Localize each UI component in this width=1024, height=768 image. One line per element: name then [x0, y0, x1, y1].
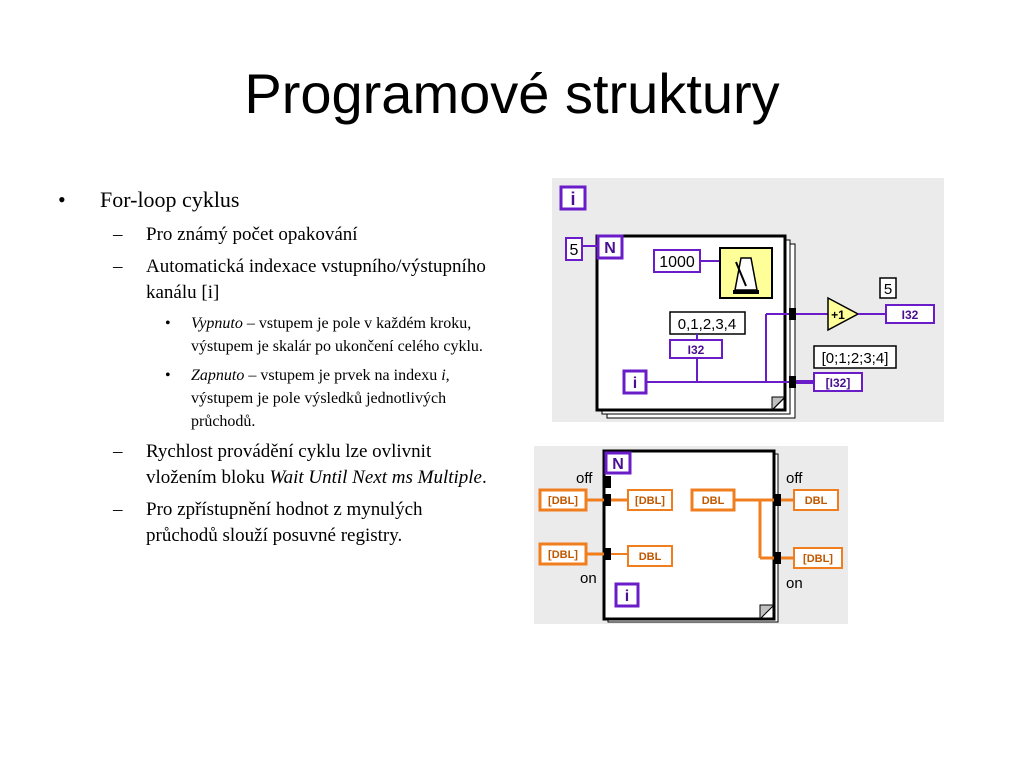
svg-text:i: i	[625, 588, 629, 605]
array-out-value: [0;1;2;3;4]	[813, 345, 897, 369]
svg-text:DBL: DBL	[639, 551, 662, 563]
left-on-label: on	[580, 570, 597, 587]
array-out-indicator: [I32]	[813, 372, 863, 392]
iteration-terminal: i	[559, 185, 587, 211]
count-constant: 5	[565, 237, 583, 261]
svg-text:i: i	[570, 189, 575, 209]
svg-text:1000: 1000	[659, 254, 695, 271]
inner-mid-dbl: DBL	[627, 545, 673, 567]
array-indicator-i32: I32	[669, 339, 723, 359]
svg-text:N: N	[612, 456, 624, 473]
inner-top-dbl-array: [DBL]	[627, 489, 673, 511]
slide-title: Programové struktury	[244, 62, 780, 125]
svg-text:[DBL]: [DBL]	[803, 553, 833, 565]
svg-text:N: N	[604, 240, 616, 257]
index-terminal: i	[614, 582, 640, 608]
for-loop-indexing-diagram: i 5 N 1000 0,1,2,3,4 I32 i	[552, 178, 944, 422]
index-terminal: i	[622, 369, 648, 395]
bullet-known-count: – Pro známý počet opakování	[58, 222, 498, 248]
svg-text:I32: I32	[688, 343, 705, 357]
bullet-list: • For-loop cyklus – Pro známý počet opak…	[58, 186, 498, 555]
svg-text:+1: +1	[831, 308, 845, 322]
output-indicator-i32: I32	[885, 304, 935, 324]
bullet-auto-indexing: – Automatická indexace vstupního/výstupn…	[113, 256, 486, 303]
output-top-dbl: DBL	[793, 489, 839, 511]
input-bottom-dbl-array: [DBL]	[538, 542, 588, 566]
count-terminal: N	[604, 451, 632, 475]
array-constant: 0,1,2,3,4	[669, 311, 746, 335]
svg-text:5: 5	[884, 281, 892, 298]
bullet-dot: •	[165, 315, 171, 332]
left-off-label: off	[576, 470, 593, 487]
output-value: 5	[879, 277, 897, 299]
bullet-dash: –	[113, 224, 123, 245]
bullet-dot: •	[165, 367, 171, 384]
svg-text:0,1,2,3,4: 0,1,2,3,4	[678, 316, 736, 333]
output-bottom-dbl-array: [DBL]	[793, 547, 843, 569]
bullet-indexing-on: • Zapnuto – vstupem je prvek na indexu i…	[58, 364, 498, 433]
inner-right-dbl: DBL	[690, 488, 736, 512]
svg-text:[DBL]: [DBL]	[635, 495, 665, 507]
svg-text:5: 5	[570, 242, 579, 259]
bullet-dash: –	[113, 441, 123, 462]
svg-text:[I32]: [I32]	[826, 376, 851, 390]
svg-text:[DBL]: [DBL]	[548, 549, 578, 561]
right-off-label: off	[786, 470, 803, 487]
svg-text:i: i	[633, 375, 637, 392]
svg-text:DBL: DBL	[702, 495, 725, 507]
bullet-indexing-off: • Vypnuto – vstupem je pole v každém kro…	[58, 312, 498, 358]
increment-node: +1	[827, 296, 860, 332]
bullet-for-loop: • For-loop cyklus	[58, 187, 240, 212]
svg-text:[0;1;2;3;4]: [0;1;2;3;4]	[822, 350, 889, 367]
for-loop-shift-register-diagram: N off on [DBL] [DBL] [DBL] DBL DBL off o…	[534, 446, 848, 624]
bullet-dash: –	[113, 256, 123, 277]
bullet-dot: •	[58, 187, 66, 212]
svg-text:I32: I32	[902, 308, 919, 322]
count-terminal: N	[596, 234, 624, 260]
metronome-icon	[719, 247, 773, 299]
input-top-dbl-array: [DBL]	[538, 488, 588, 512]
svg-text:DBL: DBL	[805, 495, 828, 507]
bullet-shift-registers: – Pro zpřístupnění hodnot z mynulých prů…	[113, 499, 423, 546]
bullet-loop-speed: – Rychlost provádění cyklu lze ovlivnit …	[113, 441, 487, 488]
svg-text:[DBL]: [DBL]	[548, 495, 578, 507]
right-on-label: on	[786, 575, 803, 592]
wait-constant: 1000	[653, 249, 701, 273]
bullet-dash: –	[113, 499, 123, 520]
